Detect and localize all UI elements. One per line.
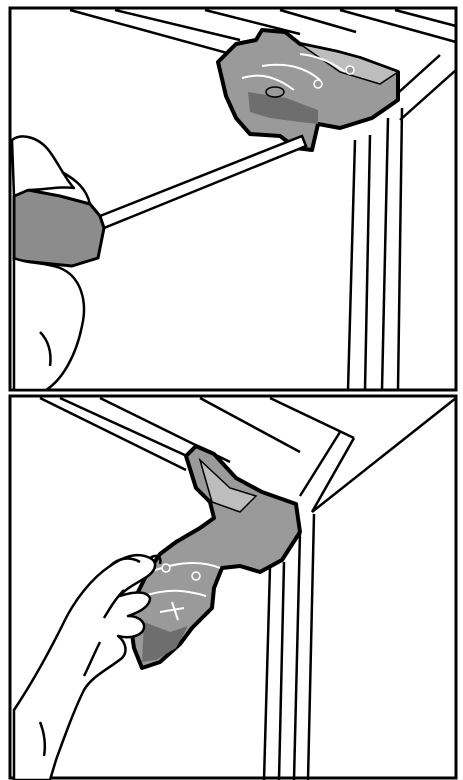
step-1-illustration	[0, 0, 463, 392]
step-2-illustration	[0, 392, 463, 780]
refrigerator-door-outline	[348, 108, 402, 390]
step-1-panel	[0, 0, 463, 392]
panel-frame	[10, 396, 456, 778]
hinge-screw	[266, 87, 284, 97]
step-2-panel	[0, 392, 463, 780]
screwdriver	[14, 136, 306, 266]
top-hinge	[218, 30, 398, 150]
